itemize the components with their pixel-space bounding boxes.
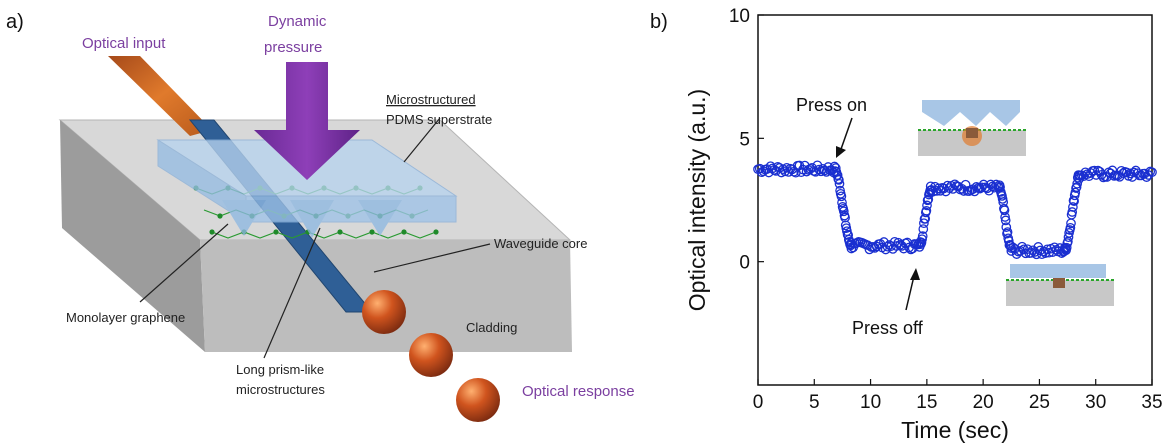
inset-released bbox=[1006, 264, 1114, 306]
data-point bbox=[921, 205, 932, 216]
pressure-arrow bbox=[254, 62, 360, 180]
press-off-label: Press off bbox=[852, 318, 924, 338]
x-axis-title: Time (sec) bbox=[901, 417, 1009, 443]
panel-b-tag: b) bbox=[650, 11, 668, 33]
data-point bbox=[846, 238, 857, 248]
data-point bbox=[917, 231, 928, 241]
inset-pressed bbox=[918, 100, 1026, 156]
press-off-arrowhead bbox=[910, 268, 920, 280]
y-tick-label: 0 bbox=[739, 253, 750, 274]
dynamic-pressure-label-line1: Dynamic bbox=[268, 13, 327, 30]
data-point bbox=[1067, 207, 1078, 217]
prism-label-line2: microstructures bbox=[236, 382, 325, 397]
optical-input-label: Optical input bbox=[82, 35, 166, 52]
prism-leader bbox=[263, 227, 321, 359]
data-point bbox=[1098, 172, 1109, 183]
data-point bbox=[1063, 232, 1074, 243]
press-on-arrowhead bbox=[836, 146, 846, 158]
data-point bbox=[922, 200, 932, 211]
x-tick-label: 25 bbox=[1029, 392, 1050, 413]
data-point bbox=[1070, 187, 1081, 198]
data-point bbox=[816, 166, 826, 177]
panel-a-tag: a) bbox=[6, 11, 24, 33]
data-point bbox=[923, 194, 934, 205]
y-axis-ticks: 0 5 10 bbox=[729, 6, 764, 274]
data-point bbox=[918, 224, 929, 234]
data-point bbox=[836, 191, 847, 202]
panel-a-schematic: a) bbox=[6, 11, 635, 422]
plot-border bbox=[757, 14, 1153, 386]
optical-response-sphere bbox=[456, 378, 500, 422]
x-tick-label: 35 bbox=[1141, 392, 1162, 413]
graphene-leader bbox=[139, 223, 229, 303]
plot-frame bbox=[757, 14, 1153, 386]
panel-b-chart: b) 0 5 10 15 20 25 30 35 0 5 10 Time (sec) Optica… bbox=[650, 6, 1163, 443]
waveguide-leader bbox=[373, 243, 491, 273]
press-on-arrow bbox=[839, 117, 853, 153]
data-point bbox=[1000, 212, 1010, 222]
monolayer-graphene-label: Monolayer graphene bbox=[66, 310, 185, 325]
data-point bbox=[838, 206, 849, 217]
data-point bbox=[834, 178, 845, 189]
prism-label-line1: Long prism-like bbox=[236, 362, 324, 377]
superstrate-leader bbox=[403, 117, 441, 163]
data-point bbox=[830, 163, 841, 173]
superstrate-label-line1: Microstructured bbox=[386, 92, 476, 107]
data-point bbox=[928, 186, 939, 197]
press-off-arrow bbox=[905, 275, 915, 311]
optical-input-beam bbox=[108, 56, 212, 136]
data-point bbox=[1001, 222, 1012, 233]
data-point bbox=[1026, 248, 1036, 258]
y-tick-label: 10 bbox=[729, 6, 750, 27]
x-axis-ticks: 0 5 10 15 20 25 30 35 bbox=[753, 379, 1163, 413]
optical-response-label: Optical response bbox=[522, 383, 635, 400]
data-point bbox=[1065, 222, 1076, 233]
data-point bbox=[1068, 202, 1078, 212]
data-point bbox=[916, 237, 927, 248]
x-tick-label: 20 bbox=[973, 392, 994, 413]
cladding-label: Cladding bbox=[466, 320, 517, 335]
optical-response-sphere bbox=[362, 290, 406, 334]
x-tick-label: 30 bbox=[1085, 392, 1106, 413]
y-axis-title: Optical intensity (a.u.) bbox=[684, 89, 710, 311]
optical-response-sphere bbox=[409, 333, 453, 377]
data-point bbox=[834, 175, 844, 185]
x-tick-label: 15 bbox=[916, 392, 937, 413]
data-point bbox=[882, 241, 893, 252]
data-point bbox=[999, 205, 1010, 216]
dynamic-pressure-label-line2: pressure bbox=[264, 39, 322, 56]
data-point bbox=[958, 186, 969, 196]
data-point bbox=[829, 161, 840, 172]
data-point bbox=[1061, 242, 1072, 253]
press-on-label: Press on bbox=[796, 95, 867, 115]
data-point bbox=[1118, 168, 1129, 179]
waveguide-core-label: Waveguide core bbox=[494, 236, 587, 251]
data-point bbox=[1089, 165, 1100, 176]
superstrate-label-line2: PDMS superstrate bbox=[386, 112, 492, 127]
y-tick-label: 5 bbox=[739, 129, 750, 150]
x-tick-label: 10 bbox=[860, 392, 881, 413]
data-point bbox=[840, 212, 850, 223]
data-point bbox=[1000, 215, 1011, 226]
data-markers bbox=[753, 160, 1157, 260]
x-tick-label: 5 bbox=[809, 392, 820, 413]
data-point bbox=[995, 182, 1005, 192]
data-point bbox=[919, 218, 929, 229]
data-point bbox=[1147, 167, 1157, 178]
x-tick-label: 0 bbox=[753, 392, 764, 413]
